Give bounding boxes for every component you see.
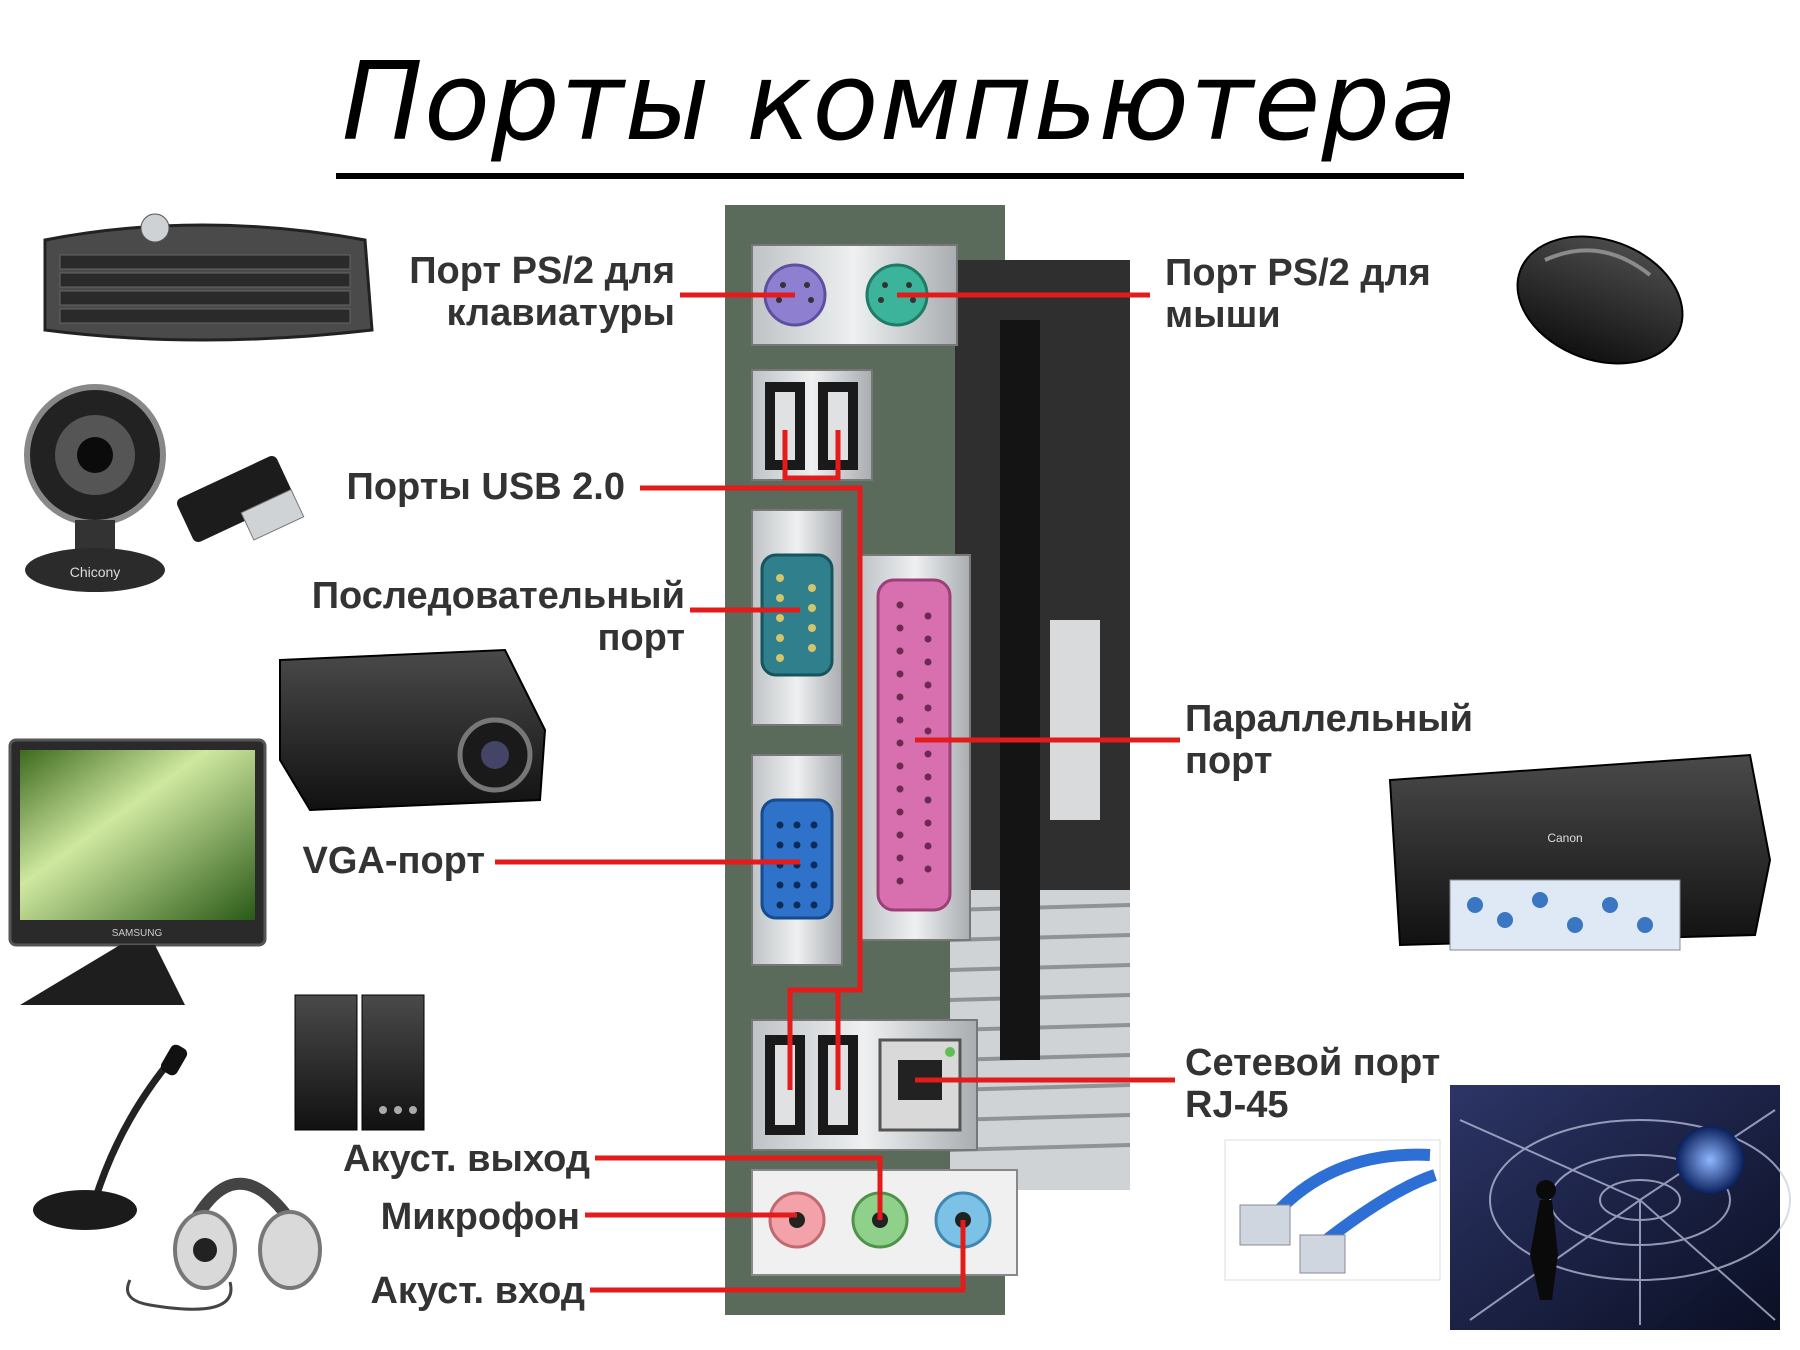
label-ps2-mouse: Порт PS/2 для мыши: [1165, 252, 1431, 336]
leader-usb-top: [782, 430, 841, 481]
label-vga: VGA-порт: [302, 840, 486, 882]
monitor-picture: SAMSUNG: [8, 738, 267, 1005]
webcam-brand-text: Chicony: [70, 564, 121, 580]
label-audio-in: Акуст. вход: [370, 1270, 585, 1312]
printer-brand-text: Canon: [1547, 831, 1582, 845]
webcam-picture: Chicony: [24, 384, 166, 592]
network-illustration-picture: [1450, 1085, 1791, 1330]
label-network: Сетевой порт RJ-45: [1185, 1042, 1441, 1126]
chip-area: [1050, 620, 1100, 820]
speakers-picture: [294, 994, 425, 1131]
page-title: Порты компьютера: [0, 40, 1800, 179]
usb-flash-drive-picture: [176, 455, 305, 543]
ps2-pins: [776, 282, 916, 303]
vga-port: [760, 798, 834, 920]
label-ps2-keyboard: Порт PS/2 для клавиатуры: [409, 250, 675, 334]
label-microphone: Микрофон: [380, 1196, 580, 1238]
motherboard-io-panel: [725, 205, 1131, 1315]
label-serial: Последовательный порт: [311, 575, 685, 659]
projector-picture: [279, 648, 547, 812]
parallel-pins: [896, 601, 932, 885]
leader-audio-out: [595, 1155, 883, 1220]
keyboard-picture: [43, 213, 374, 342]
label-audio-out: Акуст. выход: [343, 1138, 590, 1180]
serial-pins: [776, 574, 816, 662]
monitor-brand-text: SAMSUNG: [112, 928, 163, 939]
leader-audio-in: [590, 1220, 966, 1293]
parallel-port: [876, 578, 952, 912]
network-cable-picture: [1224, 1139, 1441, 1281]
leader-usb: [640, 485, 863, 1090]
serial-port: [760, 553, 834, 677]
printer-picture: Canon: [1388, 753, 1772, 951]
headphones-picture: [126, 1177, 322, 1311]
label-parallel: Параллельный порт: [1185, 698, 1473, 782]
label-usb: Порты USB 2.0: [346, 466, 625, 508]
vga-pins: [776, 821, 818, 909]
microphone-picture: [33, 1044, 188, 1230]
black-bracket: [1000, 320, 1040, 1060]
title-text: Порты компьютера: [335, 40, 1465, 179]
mouse-picture: [1516, 235, 1684, 365]
leader-lines: [495, 292, 1180, 1293]
